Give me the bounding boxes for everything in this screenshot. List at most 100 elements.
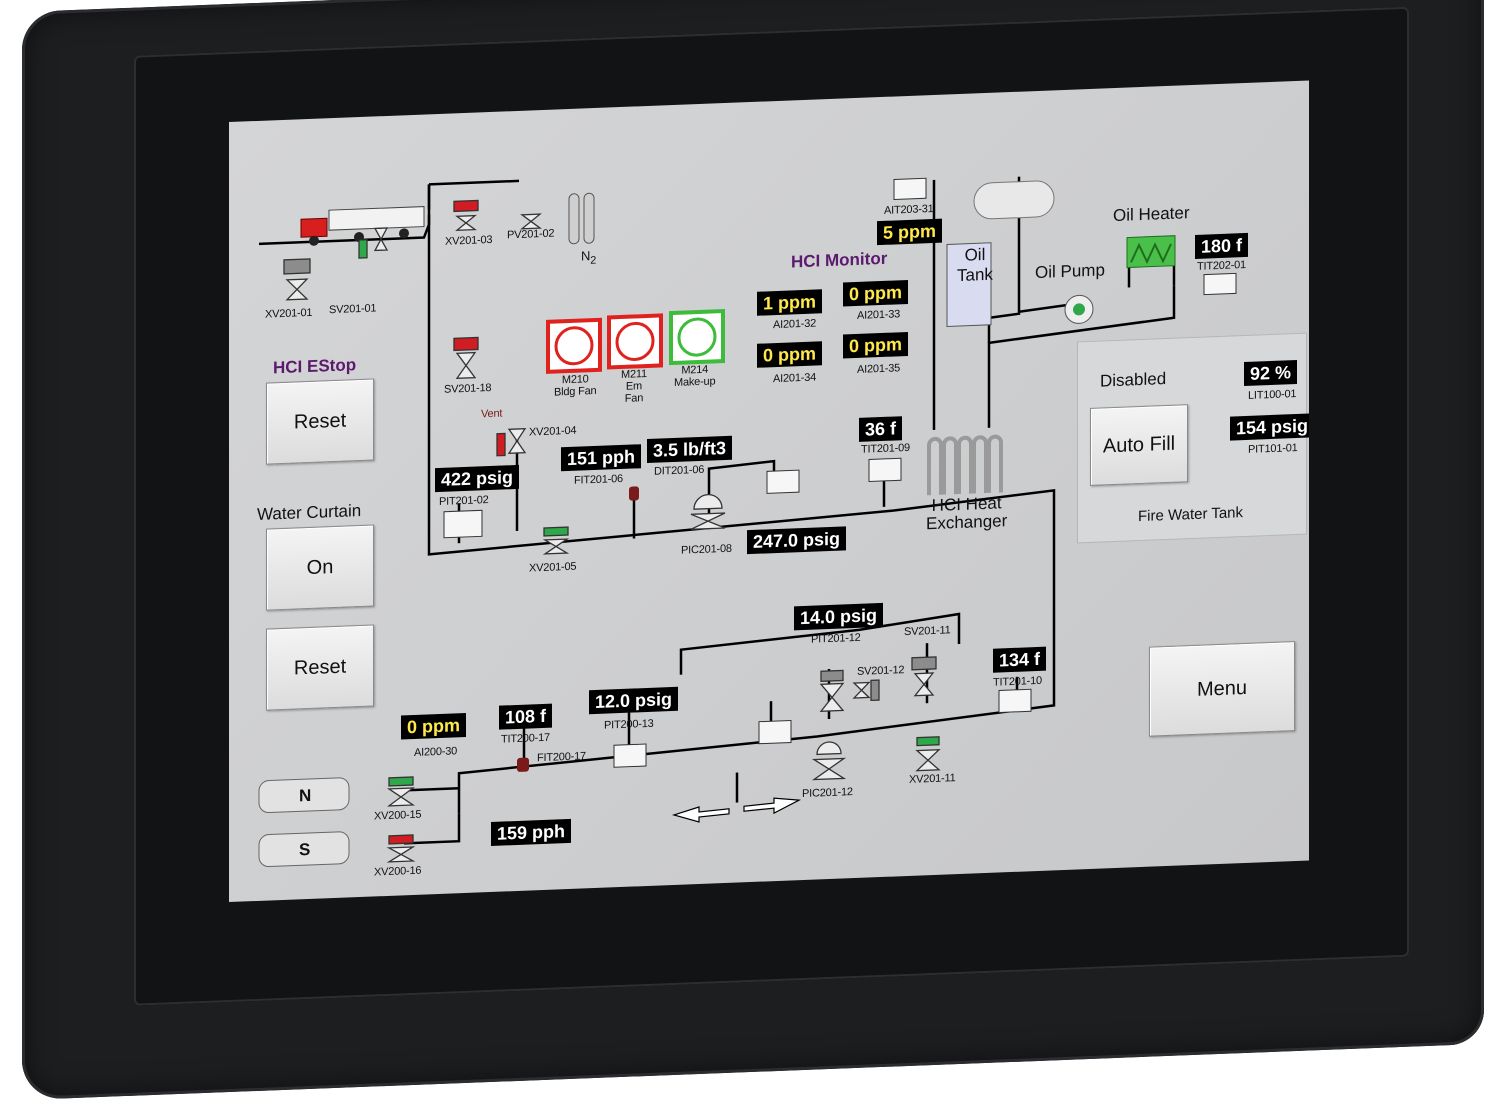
reading-pic201-08: 247.0 psig (747, 526, 847, 555)
cylinder-n-label: N (299, 785, 312, 806)
tag-sv201-12: SV201-12 (857, 664, 905, 678)
tag-pv201-02: PV201-02 (507, 227, 555, 242)
tag-ai201-35: AI201-35 (857, 362, 901, 376)
fan-m211-icon (607, 313, 663, 370)
tag-xv200-16: XV200-16 (374, 864, 422, 879)
tag-pic201-12: PIC201-12 (802, 786, 853, 801)
tag-xv201-03: XV201-03 (445, 233, 493, 248)
storage-tank-icon (973, 180, 1055, 220)
pipe-main-upper (427, 214, 895, 556)
water-curtain-title: Water Curtain (257, 500, 362, 524)
reading-pit200-13: 12.0 psig (589, 686, 679, 715)
tag-xv200-15: XV200-15 (374, 808, 422, 823)
flowmeter-fit201-06 (629, 486, 639, 501)
valve-pic201-12 (811, 741, 847, 781)
estop-title: HCI EStop (273, 355, 357, 378)
valve-xv201-11 (915, 736, 941, 772)
pipe-cyl-s (404, 813, 461, 845)
tag-xv201-11: XV201-11 (909, 772, 956, 786)
valve-xv201-04 (496, 427, 527, 457)
valve-xv201-03 (453, 199, 479, 232)
menu-button[interactable]: Menu (1149, 641, 1295, 737)
reading-dit201-06: 3.5 lb/ft3 (647, 435, 733, 463)
tag-sv201-01: SV201-01 (329, 302, 377, 317)
pipe-return (457, 488, 1056, 814)
valve-sv201-18 (453, 336, 479, 379)
heat-exchanger-icon (927, 434, 1003, 496)
tag-tit201-10: TIT201-10 (993, 674, 1042, 689)
gauge-dit201-06 (766, 469, 800, 494)
tag-ai201-33: AI201-33 (857, 308, 901, 322)
n2-label: N2 (581, 248, 597, 267)
reading-ait203-31: 5 ppm (877, 218, 943, 246)
oil-heater-label: Oil Heater (1113, 203, 1190, 226)
water-curtain-on-button[interactable]: On (266, 524, 374, 611)
reading-ai200-30: 0 ppm (401, 712, 467, 740)
fan-m214-icon (669, 308, 725, 366)
oil-heater-icon (1126, 235, 1176, 269)
piping-diagram (258, 176, 1237, 868)
pipe-hx (987, 285, 1176, 428)
reading-ai201-32: 1 ppm (757, 289, 823, 316)
fire-water-tank-panel: Disabled Auto Fill Fire Water Tank 92 % … (1077, 332, 1309, 544)
flow-arrow-left (671, 806, 730, 823)
cylinder-s-label: S (299, 839, 311, 860)
estop-reset-button[interactable]: Reset (266, 378, 374, 465)
reading-tit202-01: 180 f (1195, 232, 1249, 259)
tag-fit200-17: FIT200-17 (537, 750, 586, 765)
reading-tit200-17: 108 f (499, 703, 553, 730)
tag-pit201-12: PIT201-12 (811, 631, 861, 646)
valve-pic201-08 (690, 494, 726, 530)
reading-pit201-02: 422 psig (435, 464, 520, 493)
tag-ait203-31: AIT203-31 (884, 202, 934, 217)
fan-m210-icon (546, 317, 602, 374)
valve-pv201-02 (520, 213, 542, 230)
reading-tit201-10: 134 f (993, 646, 1047, 673)
tag-dit201-06: DIT201-06 (654, 463, 705, 478)
truck-icon (300, 206, 425, 246)
reading-pit201-12: 14.0 psig (794, 602, 884, 631)
pipe-pump (1018, 303, 1070, 313)
oil-pump-icon (1064, 294, 1094, 324)
gauge-tit202-01 (1203, 272, 1237, 296)
oil-pump-label: Oil Pump (1035, 260, 1105, 283)
cylinder-s-icon (258, 831, 350, 868)
tag-pit200-13: PIT200-13 (604, 717, 654, 732)
auto-fill-button[interactable]: Auto Fill (1090, 404, 1188, 486)
oil-tank-icon (946, 242, 992, 327)
hci-monitor-title: HCI Monitor (791, 248, 888, 272)
tag-ai200-30: AI200-30 (414, 745, 458, 759)
valve-xv200-15 (386, 776, 416, 807)
valve-xv200-16 (386, 834, 416, 863)
tag-tit201-09: TIT201-09 (861, 441, 910, 456)
tag-xv201-05: XV201-05 (529, 560, 577, 575)
gauge-pic201-12 (758, 719, 792, 745)
water-curtain-reset-button[interactable]: Reset (266, 624, 374, 711)
fire-water-tank-title: Fire Water Tank (1138, 504, 1244, 526)
tag-sv201-11: SV201-11 (904, 624, 951, 639)
tag-sv201-18: SV201-18 (444, 381, 492, 396)
valve-xv201-05 (542, 526, 570, 555)
reading-pit101-01: 154 psig (1230, 413, 1309, 441)
pipe-tank (987, 176, 1021, 343)
tag-tit202-01: TIT202-01 (1197, 258, 1246, 273)
pipe-pit212 (679, 612, 961, 675)
tag-lit100-01: LIT100-01 (1248, 388, 1297, 402)
valve-sv201-11 (911, 656, 937, 697)
reading-fit200-17: 159 pph (491, 818, 572, 846)
reading-fit201-06: 151 pph (561, 444, 642, 472)
tag-tit200-17: TIT200-17 (501, 731, 550, 746)
valve-sv201-12 (819, 669, 880, 713)
gauge-pit201-02 (443, 509, 483, 539)
vent-label: Vent (481, 407, 503, 421)
tag-ai201-34: AI201-34 (773, 371, 817, 386)
tag-pit101-01: PIT101-01 (1248, 441, 1298, 456)
